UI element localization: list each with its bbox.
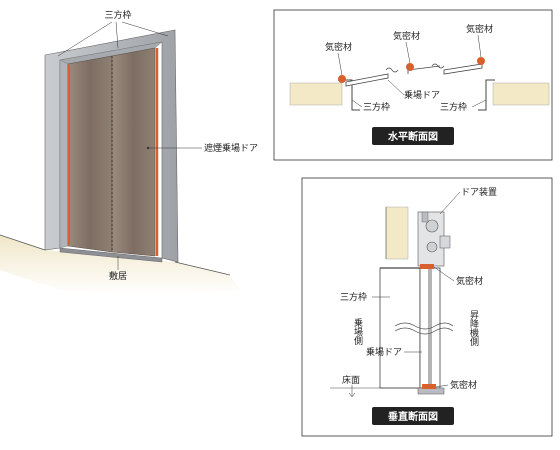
leader-dot-smoke-door <box>146 146 150 150</box>
wall-base-line-right <box>174 261 231 276</box>
horizontal-section: 気密材 気密材 気密材 乗場ドア 三方枠 三方枠 水平断面図 <box>273 9 553 161</box>
wall-right-concrete <box>492 82 550 106</box>
label-three-side-frame: 三方枠 <box>104 9 131 21</box>
wall-left-concrete <box>289 82 343 106</box>
label-v-floor: 床面 <box>342 374 360 386</box>
door-device-block <box>421 211 429 223</box>
door-device-roller-2 <box>426 241 438 253</box>
leader-v-door-device <box>439 191 461 215</box>
vertical-door-leaf-2 <box>430 267 441 389</box>
caption-vertical-bg <box>372 407 454 425</box>
vertical-door-leaf-1 <box>419 267 430 389</box>
label-h-frame-right: 三方枠 <box>440 101 467 113</box>
leader-h-airtight-center <box>405 41 411 64</box>
label-h-airtight-center: 気密材 <box>393 30 420 42</box>
caption-horizontal: 水平断面図 <box>387 130 438 143</box>
door-panel-left <box>67 55 113 253</box>
vertical-break-line-1 <box>394 322 454 330</box>
elevator-perspective: 三方枠 遮煙乗場ドア 敷居 <box>0 9 258 295</box>
vertical-frame-body <box>379 267 421 389</box>
upper-wall-concrete <box>385 206 409 260</box>
label-v-airtight-top: 気密材 <box>456 275 483 287</box>
frame-jamb-left <box>59 59 69 249</box>
seal-vertical-bottom <box>422 384 436 389</box>
label-h-airtight-left: 気密材 <box>325 41 352 53</box>
seal-horizontal-center <box>406 63 414 71</box>
label-v-landing-door: 乗場ドア <box>366 346 402 358</box>
label-h-frame-left: 三方枠 <box>363 101 390 113</box>
leader-frame-3 <box>121 21 169 37</box>
door-device-mechanism <box>417 211 451 267</box>
floor-arrow-head <box>348 392 356 398</box>
leader-h-landing-door <box>387 79 405 96</box>
label-v-landing-side: 乗場側 <box>352 317 363 345</box>
label-v-three-side-frame: 三方枠 <box>340 291 367 303</box>
leader-v-airtight-top <box>433 266 455 282</box>
seal-horizontal-right <box>477 57 485 65</box>
seal-horizontal-left <box>338 75 346 83</box>
leader-h-airtight-left <box>337 52 343 76</box>
seal-vertical-top <box>420 264 434 269</box>
frame-profile-right <box>478 79 495 111</box>
vertical-break-line-2 <box>394 327 454 335</box>
door-device-bracket <box>439 235 451 249</box>
door-leaf-left <box>345 73 389 87</box>
caption-horizontal-bg <box>372 127 454 145</box>
leader-h-frame-right <box>471 99 487 108</box>
leader-frame-2 <box>115 21 119 49</box>
label-h-landing-door: 乗場ドア <box>404 89 440 101</box>
vertical-section: ドア装置 気密材 三方枠 乗場側 昇降機側 乗場ドア 床面 気密材 垂直断面図 <box>301 177 553 437</box>
wall-base-line <box>0 234 46 251</box>
label-h-airtight-right: 気密材 <box>466 23 493 35</box>
break-line-1 <box>385 67 399 73</box>
door-device-roller-1 <box>425 219 439 233</box>
label-v-hoistway-side: 昇降機側 <box>468 310 479 346</box>
leader-v-airtight-bottom <box>435 384 449 388</box>
door-leaf-right <box>443 63 483 75</box>
label-v-door-device: ドア装置 <box>461 186 497 198</box>
break-line-2 <box>431 63 445 69</box>
label-sill: 敷居 <box>109 270 127 282</box>
label-smoke-door: 遮煙乗場ドア <box>204 142 258 154</box>
leader-frame-1 <box>57 21 113 57</box>
label-v-airtight-bottom: 気密材 <box>450 379 477 391</box>
leader-h-airtight-right <box>477 34 482 58</box>
sill-strip <box>59 247 163 263</box>
caption-vertical: 垂直断面図 <box>388 410 438 423</box>
door-panel-right <box>111 47 156 257</box>
floor-surface <box>0 235 240 295</box>
door-leaf-center-a <box>407 65 441 71</box>
leader-h-frame-left <box>351 99 363 108</box>
